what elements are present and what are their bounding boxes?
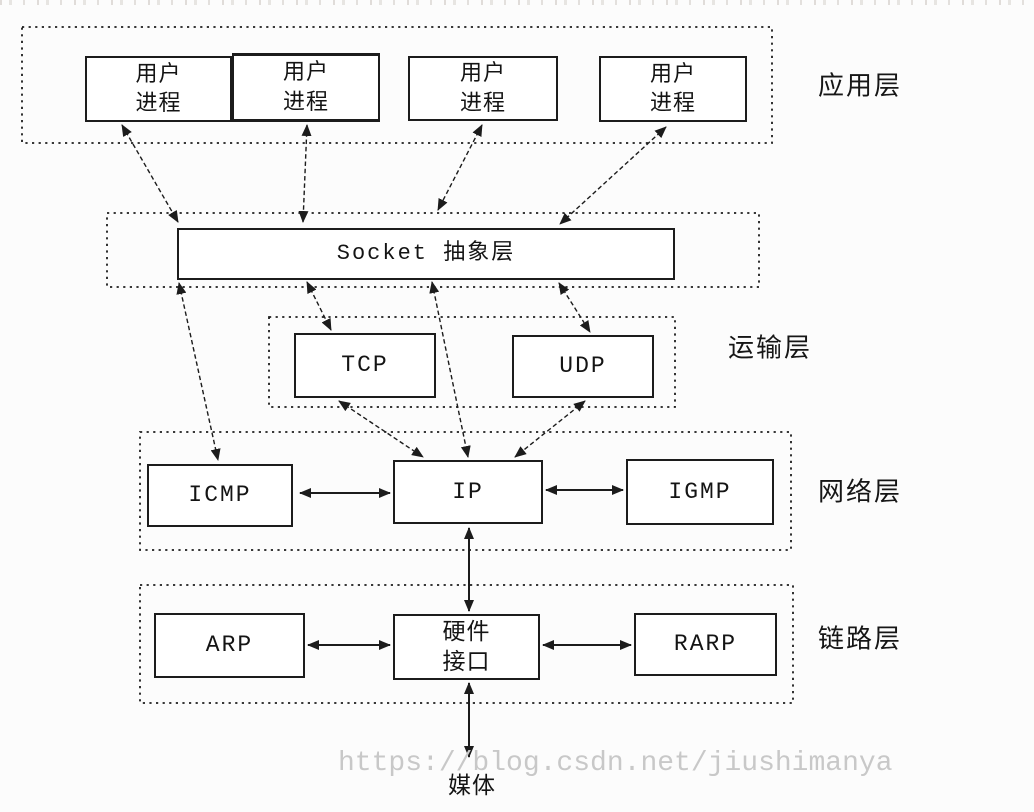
arrow-socket-ip <box>429 281 471 458</box>
arrow-socket-udp <box>558 282 591 333</box>
arrow-userprocess4-socket <box>559 126 667 225</box>
igmp-box: IGMP <box>626 459 774 525</box>
application-layer-label: 应用层 <box>817 71 903 102</box>
arrow-udp-ip <box>514 400 586 458</box>
arrow-socket-tcp <box>306 281 332 331</box>
socket-abstraction-layer-box: Socket 抽象层 <box>177 228 675 280</box>
application-layer-boundary <box>21 26 773 144</box>
arrow-userprocess1-socket <box>121 124 179 223</box>
user-process-3-box: 用户 进程 <box>408 56 558 121</box>
arrow-tcp-ip <box>338 400 424 458</box>
udp-box: UDP <box>512 335 654 398</box>
hardware-interface-box: 硬件 接口 <box>393 614 540 680</box>
icmp-box: ICMP <box>147 464 293 527</box>
user-process-2-box: 用户 进程 <box>232 53 380 122</box>
transport-layer-label: 运输层 <box>727 333 813 364</box>
arrow-socket-icmp <box>176 282 221 461</box>
arrow-userprocess2-socket <box>298 124 312 223</box>
transport-layer-boundary <box>268 316 676 408</box>
ip-box: IP <box>393 460 543 524</box>
network-layer-label: 网络层 <box>817 477 903 508</box>
tcp-box: TCP <box>294 333 436 398</box>
arp-box: ARP <box>154 613 305 678</box>
link-layer-label: 链路层 <box>817 624 903 655</box>
user-process-1-box: 用户 进程 <box>85 56 232 122</box>
media-label: 媒体 <box>448 773 496 799</box>
rarp-box: RARP <box>634 613 777 676</box>
user-process-4-box: 用户 进程 <box>599 56 747 122</box>
cropped-text-artifact <box>0 0 1034 5</box>
arrow-userprocess3-socket <box>437 124 483 211</box>
csdn-watermark: https://blog.csdn.net/jiushimanya <box>338 748 893 779</box>
